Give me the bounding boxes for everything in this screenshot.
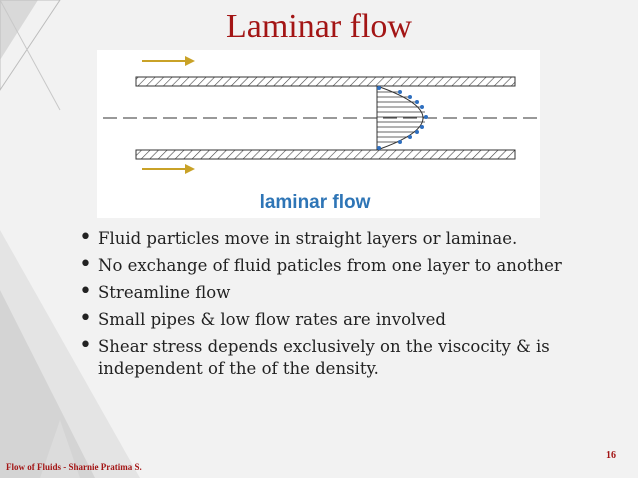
velocity-profile: [376, 85, 428, 151]
bullet-text: No exchange of fluid paticles from one l…: [98, 256, 562, 275]
flow-arrow-bottom: [142, 164, 195, 174]
bullet-dot-icon: •: [79, 225, 92, 250]
laminar-flow-figure: laminar flow: [97, 50, 540, 218]
page-number: 16: [606, 450, 616, 461]
bullet-dot-icon: •: [79, 333, 92, 358]
figure-caption: laminar flow: [260, 192, 371, 213]
bullet-text: Fluid particles move in straight layers …: [98, 229, 518, 248]
bullet-item: • Small pipes & low flow rates are invol…: [73, 306, 613, 331]
bullet-item: • No exchange of fluid paticles from one…: [73, 252, 613, 277]
bullet-text: Streamline flow: [98, 283, 231, 302]
bullet-text: Small pipes & low flow rates are involve…: [98, 310, 446, 329]
bullet-dot-icon: •: [79, 306, 92, 331]
flow-arrow-top: [142, 56, 195, 66]
bullet-item: • Fluid particles move in straight layer…: [73, 225, 613, 250]
bullet-dot-icon: •: [79, 252, 92, 277]
slide-footer: Flow of Fluids - Sharnie Pratima S.: [6, 462, 142, 472]
pipe-wall-bottom: [135, 149, 516, 160]
slide-title: Laminar flow: [226, 8, 412, 45]
bullet-dot-icon: •: [79, 279, 92, 304]
bullet-item: • Streamline flow: [73, 279, 613, 304]
pipe-wall-top: [135, 76, 516, 87]
bullet-text: Shear stress depends exclusively on the …: [98, 337, 550, 378]
laminar-flow-diagram: laminar flow: [103, 56, 537, 213]
bullet-list: • Fluid particles move in straight layer…: [73, 225, 613, 385]
bullet-item: • Shear stress depends exclusively on th…: [73, 333, 613, 380]
